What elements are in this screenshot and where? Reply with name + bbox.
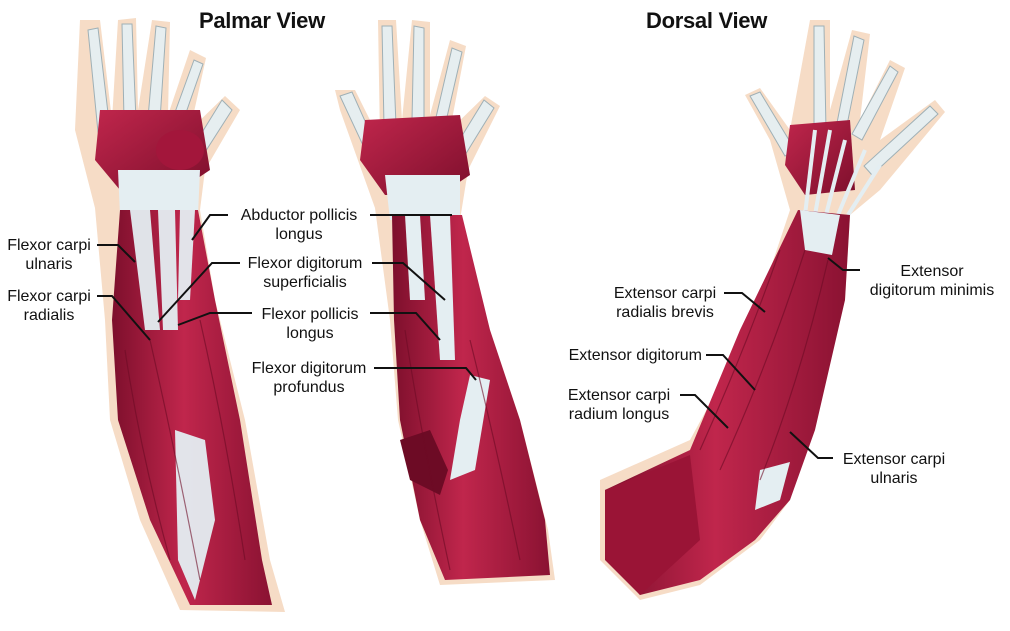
leader-ecrb (724, 292, 766, 313)
forearm-tendons (755, 210, 840, 510)
leader-ed (706, 354, 756, 391)
leader-edm (827, 257, 860, 271)
leader-fdp (374, 367, 477, 381)
muscle-striations (404, 329, 521, 571)
leader-abductor-left (191, 214, 228, 241)
wrist-retinaculum (385, 175, 460, 220)
dorsal-arm (600, 20, 945, 600)
wrist-retinaculum (118, 170, 200, 215)
forearm-tendons (130, 210, 215, 600)
muscle-striations (124, 319, 246, 581)
title-dorsal-view: Dorsal View (646, 8, 768, 33)
leader-fds-left (157, 262, 240, 323)
leader-ecu (789, 431, 833, 459)
palmar-arm-deep (335, 20, 555, 585)
extensor-tendons (803, 129, 882, 217)
leader-lines (97, 214, 860, 459)
leader-fpl-left (177, 312, 252, 326)
leader-fds-right (372, 262, 446, 301)
forearm-tendons (405, 215, 490, 480)
leader-flexor-carpi-radialis (97, 295, 151, 341)
leader-fpl-right (370, 312, 441, 341)
muscle-striations (699, 249, 829, 481)
upper-arm-muscles (605, 455, 700, 595)
cut-muscle-stump (400, 430, 448, 495)
label-extensor-digitorum: Extensor digitorum (568, 347, 702, 364)
title-palmar-view: Palmar View (199, 8, 325, 33)
palmar-arm-superficial (75, 18, 285, 612)
finger-bones (749, 25, 939, 176)
leader-ecrl (680, 394, 729, 429)
leader-flexor-carpi-ulnaris (97, 244, 136, 263)
